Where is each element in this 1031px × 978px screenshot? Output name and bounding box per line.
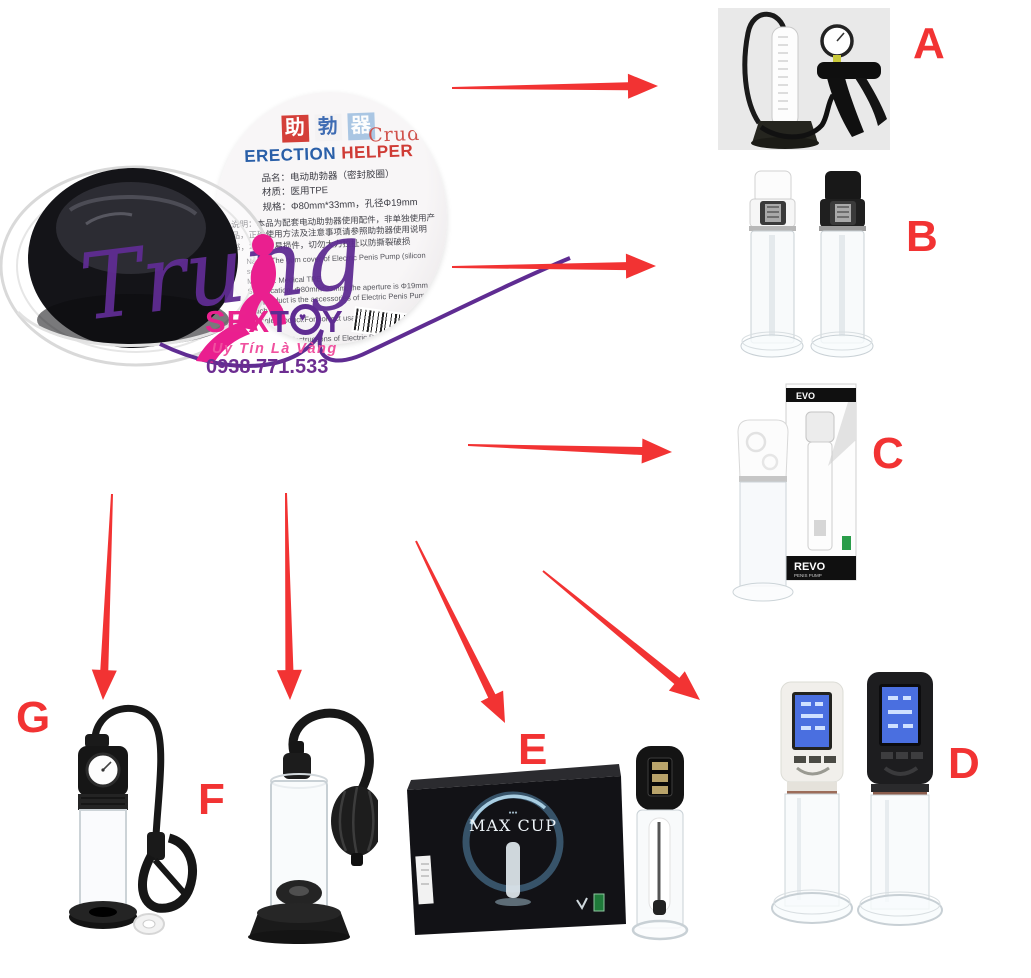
label-letter-g: G: [16, 693, 51, 742]
nozzle: [283, 753, 311, 779]
retail-box: EVO REVO PENIS PUMP: [785, 383, 857, 581]
arrow-to-F: [276, 493, 302, 700]
product-photo-c: EVO REVO PENIS PUMP: [732, 383, 857, 602]
product-photo-g: [69, 704, 198, 935]
cylinder: [79, 809, 127, 913]
arrow-to-A: [452, 73, 658, 99]
product-photo-f: [248, 708, 378, 944]
cn-title-char-1: 助: [280, 114, 309, 143]
label-letter-f: F: [198, 775, 225, 824]
arrow-to-D: [542, 570, 700, 700]
boxed-pump: [631, 746, 689, 941]
blister-pack-photo: [0, 165, 273, 367]
hose: [288, 708, 374, 794]
title-word-helper: HELPER: [340, 141, 414, 163]
spare-silicone-ring: [133, 913, 165, 935]
trigger-grip: [827, 78, 864, 137]
arrow-to-E: [415, 540, 505, 723]
label-letter-c: C: [872, 429, 904, 478]
cn-title-char-2: 勃: [313, 113, 342, 142]
label-letter-e: E: [518, 725, 548, 774]
hose: [91, 704, 165, 840]
scissor-grip-pump: [138, 832, 198, 913]
label-letter-a: A: [913, 19, 945, 68]
white-cap-pump: [740, 170, 804, 358]
svg-text:●●●: ●●●: [508, 810, 517, 816]
box-sub-text: PENIS PUMP: [794, 573, 822, 578]
product-photo-e: ●●● MAX CUP: [407, 746, 689, 941]
label-letter-b: B: [906, 212, 938, 261]
squeeze-bulb: [331, 786, 378, 866]
arrow-to-G: [91, 494, 117, 700]
box-brand-text: EVO: [796, 391, 815, 401]
hose: [742, 11, 788, 125]
arrow-to-C: [468, 438, 672, 464]
box-model-text: REVO: [794, 561, 826, 573]
pump-body: [817, 62, 881, 79]
spec-lines-cn: 品名：电动助勃器（密封胶圈） 材质：医用TPE 规格：Φ80mm*33mm，孔径…: [261, 167, 422, 215]
black-lcd-pump: [857, 672, 943, 926]
product-photo-b: [740, 170, 874, 358]
box-title-text: MAX CUP: [469, 816, 557, 835]
black-cap-pump: [810, 171, 874, 358]
product-photo-a: [718, 8, 890, 150]
hose: [759, 93, 836, 140]
electric-pump: [732, 419, 794, 602]
arrow-to-B: [452, 253, 656, 279]
label-letter-d: D: [948, 739, 980, 788]
product-photo-d: [771, 672, 943, 926]
max-cup-box: ●●● MAX CUP: [407, 764, 626, 935]
white-lcd-pump: [771, 681, 853, 924]
